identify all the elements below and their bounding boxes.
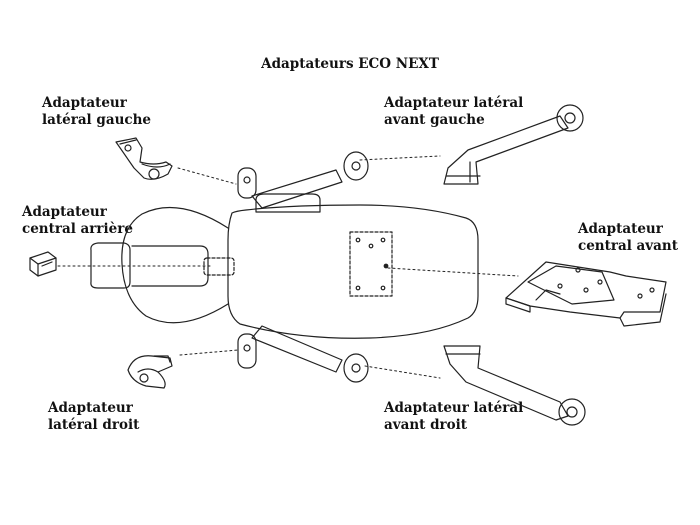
part-lateral-avant-gauche — [443, 104, 584, 185]
part-central-avant — [505, 261, 667, 327]
chair-body — [90, 193, 479, 339]
part-central-arriere — [29, 251, 57, 277]
rear-mount-outline — [203, 257, 235, 276]
arm-top — [237, 151, 369, 209]
arm-bottom — [237, 325, 369, 383]
leader-lines — [57, 155, 519, 379]
label-adaptateur-lateral-droit: Adaptateur latéral droit — [48, 400, 140, 433]
part-lateral-gauche — [115, 137, 173, 180]
label-adaptateur-central-avant: Adaptateur central avant — [578, 221, 678, 254]
part-lateral-avant-droit — [443, 345, 586, 426]
headrest — [90, 242, 131, 289]
label-adaptateur-lateral-avant-droit: Adaptateur latéral avant droit — [384, 400, 524, 433]
label-adaptateur-central-arriere: Adaptateur central arrière — [22, 204, 133, 237]
leader-central-avant — [387, 267, 519, 277]
front-mount-outline — [349, 231, 393, 297]
leader-avant-droit — [364, 365, 441, 379]
armrest-top — [255, 193, 321, 213]
part-lateral-droit — [127, 355, 173, 389]
leader-lateral-gauche — [177, 167, 237, 185]
label-adaptateur-lateral-avant-gauche: Adaptateur latéral avant gauche — [384, 95, 524, 128]
label-adaptateur-lateral-gauche: Adaptateur latéral gauche — [42, 95, 152, 128]
leader-avant-gauche — [359, 155, 441, 161]
leader-lateral-droit — [179, 349, 239, 356]
diagram-title: Adaptateurs ECO NEXT — [261, 56, 439, 72]
